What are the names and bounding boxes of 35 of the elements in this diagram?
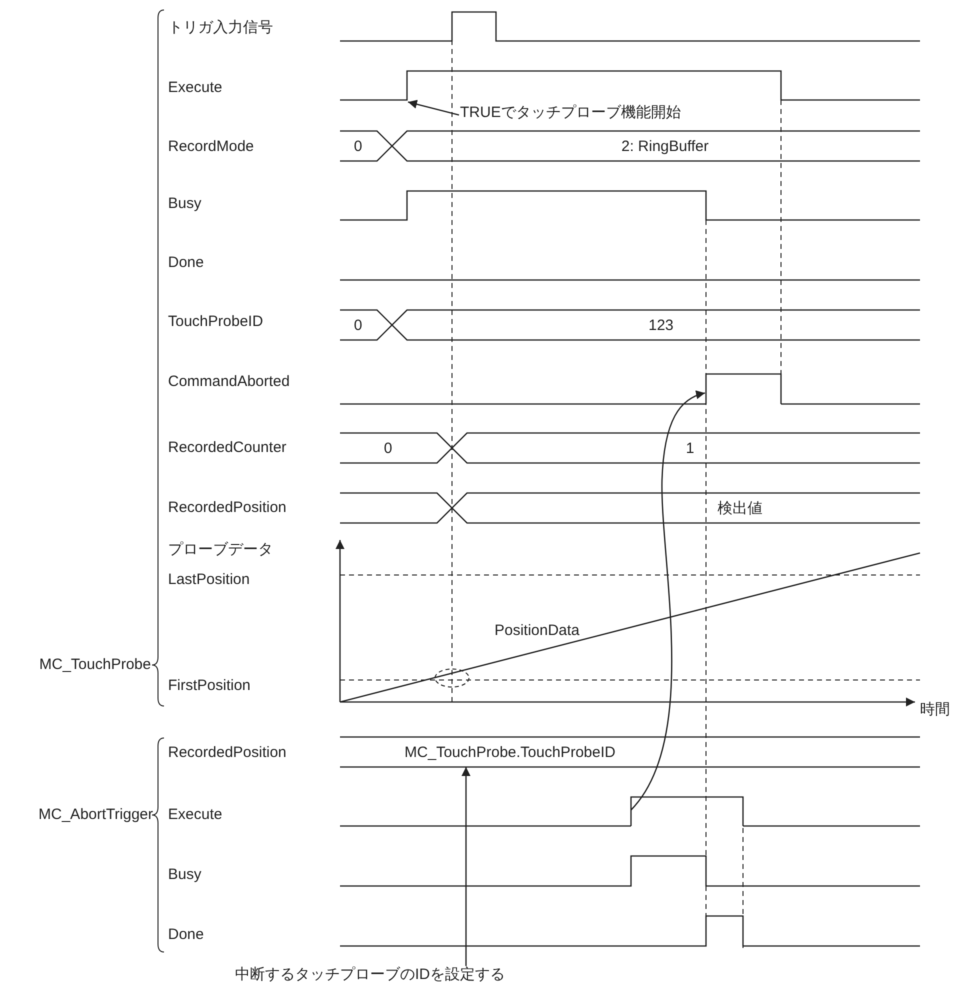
bus-value: MC_TouchProbe.TouchProbeID	[404, 744, 616, 762]
signal-name: RecordedPosition	[168, 744, 286, 762]
arrow	[462, 767, 470, 966]
annotation-text: 中断するタッチプローブのIDを設定する	[235, 966, 505, 984]
signal-name: TouchProbeID	[168, 313, 264, 331]
signal-name: トリガ入力信号	[168, 19, 273, 37]
signal-name: Done	[168, 254, 204, 272]
axis-label: FirstPosition	[168, 677, 251, 695]
bus-value: 123	[648, 317, 674, 335]
signal-name: Execute	[168, 806, 222, 824]
signal-name: Busy	[168, 195, 202, 213]
bus-value: 1	[686, 440, 694, 458]
bus-value: 2: RingBuffer	[621, 138, 709, 156]
annotation-text: TRUEでタッチプローブ機能開始	[460, 104, 681, 122]
signal-name: RecordedCounter	[168, 439, 286, 457]
causal-arrow	[630, 390, 706, 810]
signal-name: CommandAborted	[168, 373, 290, 391]
bus-value: 0	[354, 138, 362, 156]
bus-value: 検出値	[718, 500, 762, 518]
group-label: MC_AbortTrigger	[38, 806, 153, 824]
arrow	[408, 100, 460, 116]
signal-name: Done	[168, 926, 204, 944]
signal-name: RecordMode	[168, 138, 254, 156]
signal-name: Busy	[168, 866, 202, 884]
signal-name: RecordedPosition	[168, 499, 286, 517]
signal-name: Execute	[168, 79, 222, 97]
graph-label: PositionData	[494, 622, 580, 640]
axis-label: プローブデータ	[168, 541, 273, 559]
bus-value: 0	[354, 317, 362, 335]
axis-label: LastPosition	[168, 571, 250, 589]
group-label: MC_TouchProbe	[39, 656, 151, 674]
signal-pulse	[705, 373, 782, 404]
axis-label: 時間	[920, 701, 950, 719]
bus-value: 0	[384, 440, 392, 458]
signal-pulse	[630, 796, 744, 826]
